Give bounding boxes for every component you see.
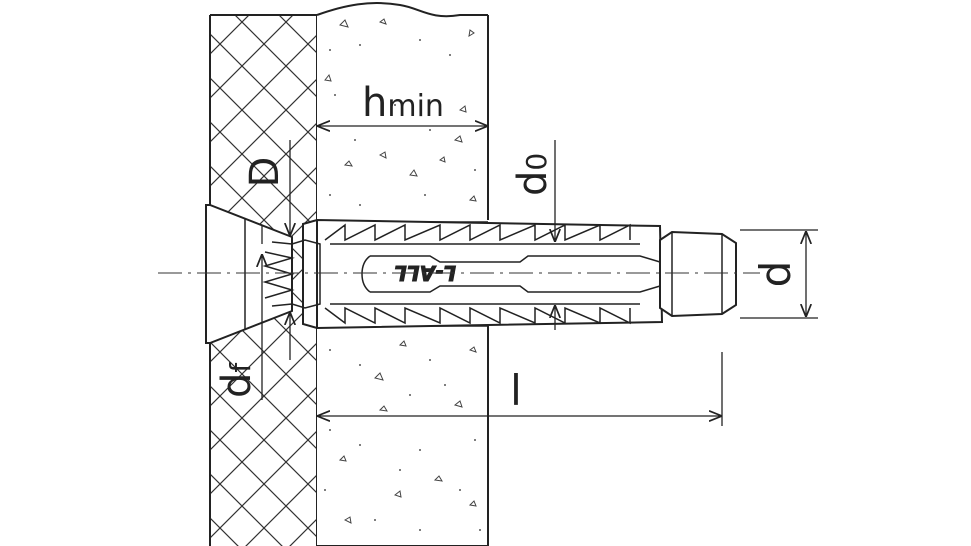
- dimension-d0: d0: [510, 140, 556, 330]
- screw-shank: [262, 239, 321, 309]
- dimension-D: D: [242, 140, 290, 360]
- hmin-subscript: min: [387, 89, 444, 124]
- D-label: D: [242, 157, 288, 188]
- plug-teeth-bottom: [324, 303, 640, 325]
- dimension-l: l: [317, 352, 723, 426]
- df-subscript: f: [224, 362, 257, 373]
- d-label: d: [751, 261, 800, 288]
- concrete-dots: [324, 39, 481, 531]
- anchor-plug: L-ALL: [302, 218, 664, 330]
- d0-subscript: 0: [520, 153, 553, 171]
- svg-text:d0: d0: [510, 153, 556, 196]
- dimension-hmin: hmin: [317, 80, 488, 126]
- anchor-tip: [659, 230, 737, 318]
- dimension-df: df: [214, 226, 262, 400]
- dimension-d: d: [740, 229, 818, 319]
- d0-symbol: d: [510, 171, 556, 196]
- df-symbol: d: [214, 373, 260, 398]
- l-label: l: [510, 366, 522, 415]
- hmin-symbol: h: [362, 80, 387, 126]
- screw-head: [205, 204, 293, 344]
- concrete-aggregate: [324, 18, 477, 524]
- svg-text:df: df: [214, 362, 260, 398]
- svg-text:hmin: hmin: [362, 80, 444, 126]
- plug-teeth-top: [324, 223, 640, 245]
